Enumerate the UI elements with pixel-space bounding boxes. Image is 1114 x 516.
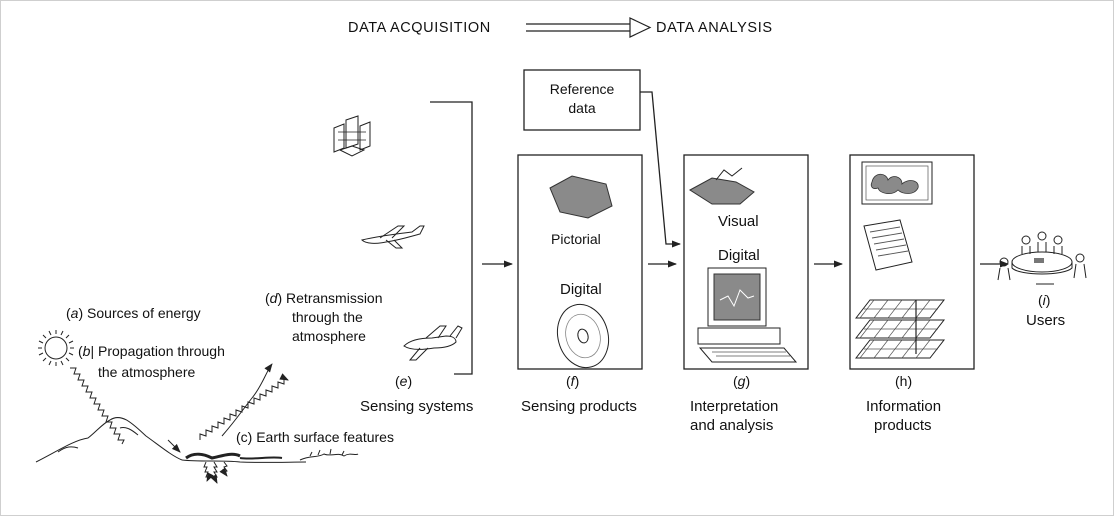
label-f-digital: Digital [560,281,602,298]
label-g-letter: (g) [733,373,750,389]
label-information: Information [866,398,941,415]
label-d-through: through the [292,309,363,325]
label-g-digital: Digital [718,247,760,264]
label-products: products [874,417,932,434]
arrow-reference-to-g [640,91,681,248]
reflected-radiation-wave-icon [199,363,289,440]
label-b-propagation-2: the atmosphere [98,364,195,380]
label-e-letter: (e) [395,373,412,389]
digital-disc-icon [556,303,610,369]
header-data-acquisition: DATA ACQUISITION [348,20,491,36]
reference-data-box [523,69,641,131]
label-pictorial: Pictorial [551,231,601,247]
label-interpretation: Interpretation [690,398,778,415]
label-c-earth-surface: (c) Earth surface features [236,429,394,445]
label-and-analysis: and analysis [690,417,773,434]
pictorial-image-icon [549,175,613,219]
transmitted-energy-arrows-icon [203,461,228,484]
label-b-propagation: (b| Propagation through [78,343,225,359]
label-visual: Visual [718,213,759,230]
sensing-products-box [517,154,643,370]
report-document-icon [863,219,913,271]
label-d-atmosphere: atmosphere [292,328,366,344]
header-double-arrow-icon [526,17,652,38]
label-f-letter: (f) [566,373,579,389]
label-i-letter: (i) [1038,292,1050,308]
low-altitude-aircraft-icon [403,325,463,361]
reference-data-line1: Reference [550,81,615,97]
label-sensing-systems: Sensing systems [360,398,473,415]
mountains-terrain-icon [35,417,359,463]
sensing-systems-bracket [430,101,473,375]
label-d-retransmission: (d) Retransmission [265,290,383,306]
users-meeting-icon [997,231,1087,285]
thematic-map-icon [861,161,933,205]
high-altitude-aircraft-icon [361,225,425,249]
computer-workstation-icon [697,267,798,363]
satellite-icon [333,115,371,157]
header-data-analysis: DATA ANALYSIS [656,20,773,36]
label-users: Users [1026,312,1065,329]
reference-data-line2: data [568,100,595,116]
sun-icon [38,330,74,366]
visual-image-icon [689,167,755,205]
label-h-letter: (h) [895,373,912,389]
incoming-radiation-wave-icon [70,367,181,453]
gis-data-layers-icon [854,299,946,359]
label-a-sources: (a) Sources of energy [66,305,201,321]
label-sensing-products: Sensing products [521,398,637,415]
